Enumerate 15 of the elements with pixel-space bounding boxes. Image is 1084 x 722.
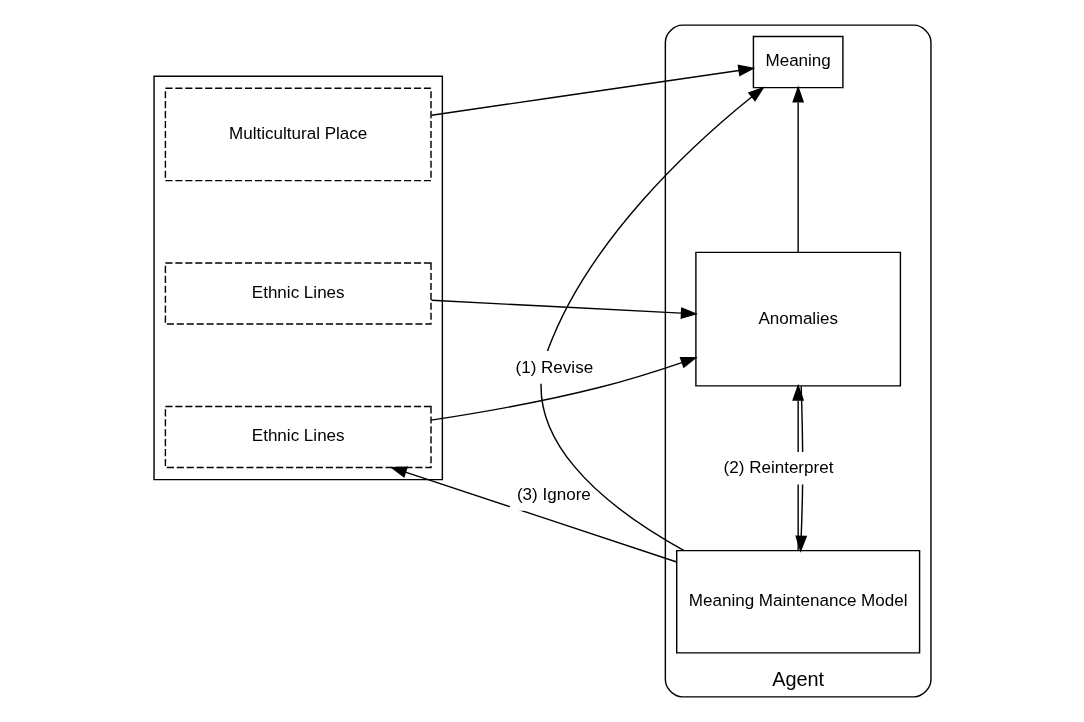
node-box: Ethnic Lines: [164, 262, 432, 325]
arrow: [430, 299, 698, 320]
node-box: Meaning: [752, 35, 844, 89]
node-box: Meaning Maintenance Model: [675, 549, 920, 654]
arrow: [389, 466, 677, 563]
arrow: [540, 86, 765, 552]
arrow: [430, 64, 755, 116]
node-box: Anomalies: [694, 251, 901, 387]
arrow: [429, 357, 698, 421]
node-box: Multicultural Place: [164, 87, 432, 182]
arrow: [791, 85, 804, 254]
node-box: Ethnic Lines: [164, 405, 432, 469]
edge-label: (1) Revise: [515, 357, 593, 377]
edge-label: (2) Reinterpret: [723, 458, 833, 478]
edge-label: (3) Ignore: [516, 484, 591, 504]
